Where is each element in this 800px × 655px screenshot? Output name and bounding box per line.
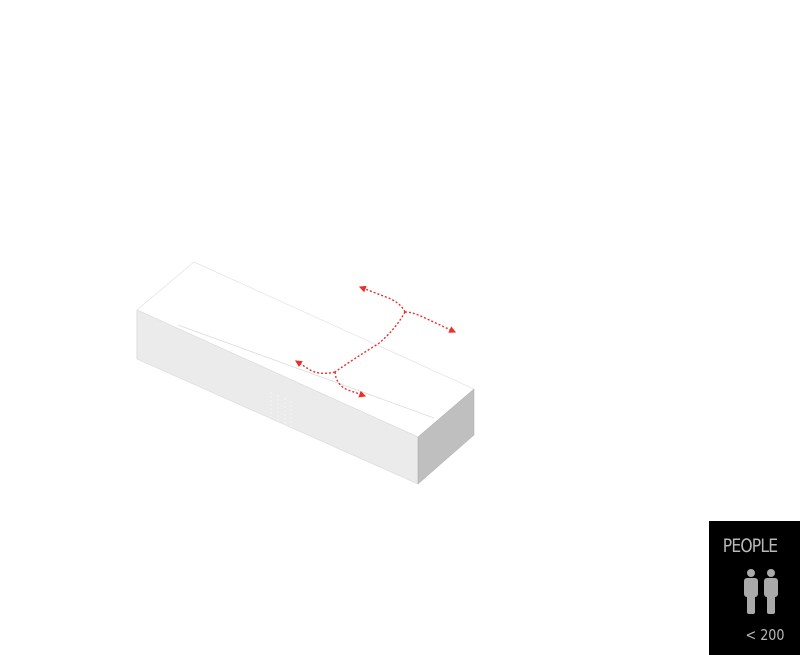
box-channel-line <box>177 324 435 419</box>
flow-path-lower-left <box>295 360 336 375</box>
flow-path-upper-right <box>404 311 457 333</box>
box-right-end-face <box>417 388 475 485</box>
entrance-marks <box>270 392 292 427</box>
people-badge-title: PEOPLE <box>722 535 778 557</box>
people-count-label: < 200 <box>745 626 785 644</box>
flow-path-upper-left <box>358 285 406 313</box>
flow-path-lower-right <box>334 371 367 398</box>
circulation-flow-paths <box>295 285 457 398</box>
flow-path-main-spine <box>334 311 406 373</box>
people-capacity-badge: PEOPLE < 200 <box>709 521 800 655</box>
two-people-icon <box>744 569 778 614</box>
